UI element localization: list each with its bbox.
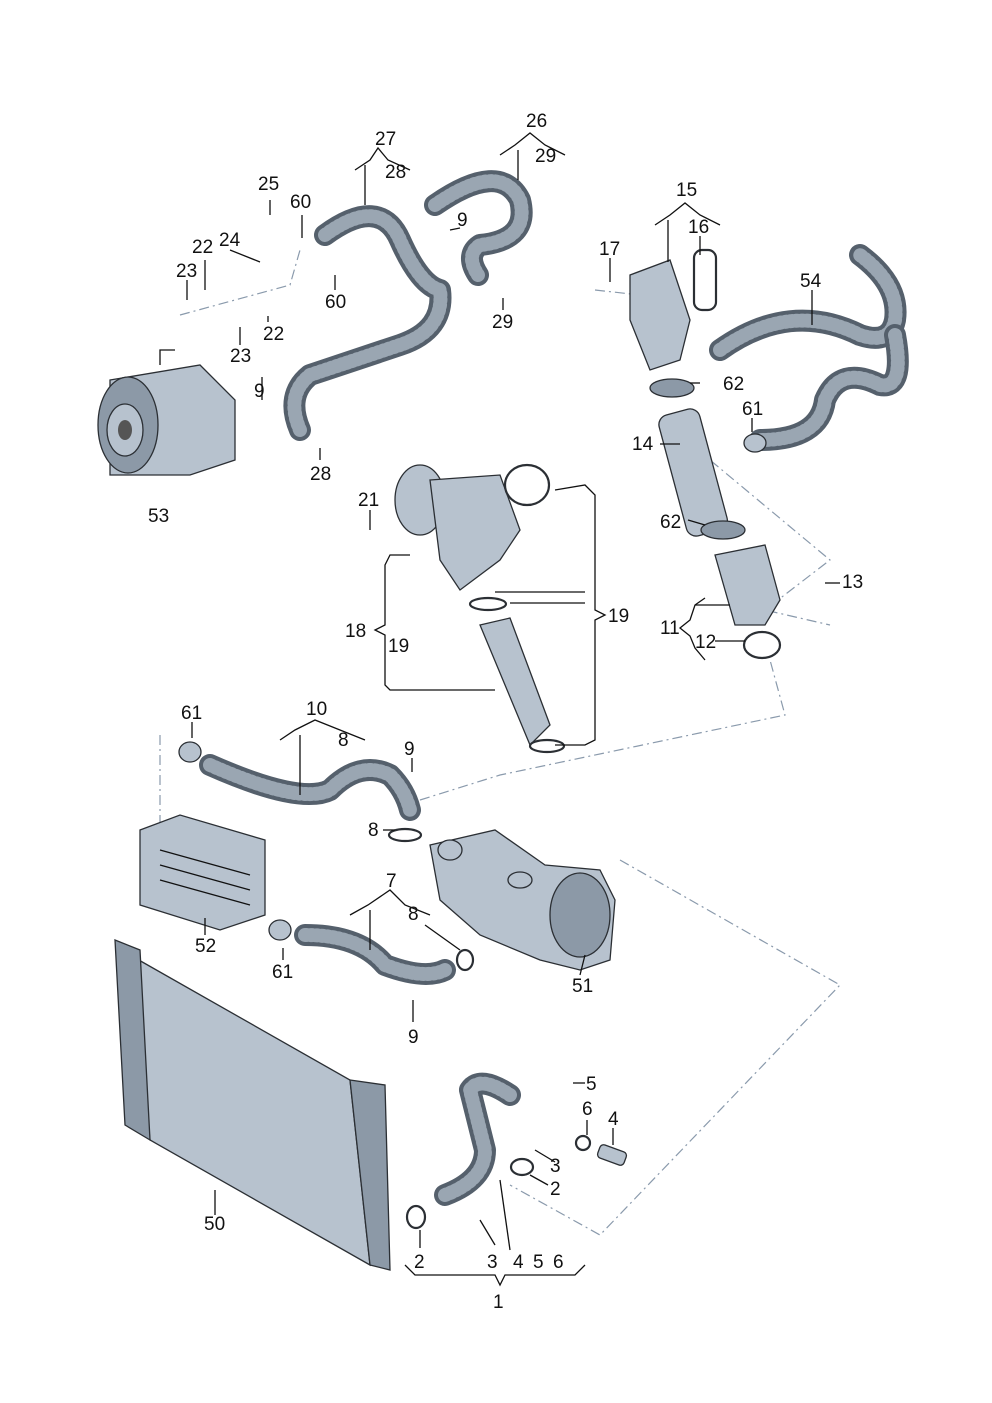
callout-4: 4 [608,1109,619,1130]
callout-61: 61 [742,399,763,420]
callout-3: 3 [487,1252,498,1273]
callout-26: 26 [526,111,547,132]
leader-lines [186,132,840,1287]
callout-11: 11 [660,618,680,639]
callout-27: 27 [375,129,396,150]
callout-60: 60 [325,292,346,313]
hose-10 [178,741,423,843]
callout-2: 2 [414,1252,425,1273]
callout-3: 3 [550,1156,561,1177]
upper-hoses [283,170,533,441]
callout-61: 61 [272,962,293,983]
hose-7 [268,919,475,985]
callout-15: 15 [676,180,697,201]
upper-right-hose-54 [709,244,909,451]
callout-labels: 27 28 26 29 25 60 9 24 22 23 60 29 22 23… [148,111,863,1313]
callout-52: 52 [195,936,216,957]
callout-50: 50 [204,1214,225,1235]
callout-9: 9 [408,1027,419,1048]
callout-12: 12 [695,632,716,653]
oil-cooler [139,814,266,931]
callout-60: 60 [290,192,311,213]
water-pump-housing [429,829,616,971]
callout-8: 8 [368,820,379,841]
callout-62: 62 [660,512,681,533]
callout-5: 5 [533,1252,544,1273]
callout-22: 22 [263,324,284,345]
callout-21: 21 [358,490,379,511]
callout-23: 23 [230,346,251,367]
alternator [97,349,236,476]
callout-29: 29 [492,312,513,333]
callout-7: 7 [386,871,397,892]
callout-53: 53 [148,506,169,527]
callout-1: 1 [493,1292,504,1313]
callout-29: 29 [535,146,556,167]
callout-2: 2 [550,1179,561,1200]
callout-16: 16 [688,217,709,238]
coolant-housing-group [629,248,782,660]
turbocharger-and-pipe [394,463,566,754]
callout-14: 14 [632,434,654,455]
callout-54: 54 [800,271,822,292]
callout-18: 18 [345,621,366,642]
callout-28: 28 [385,162,406,183]
callout-61: 61 [181,703,202,724]
callout-17: 17 [599,239,620,260]
callout-9: 9 [457,210,468,231]
callout-6: 6 [553,1252,564,1273]
callout-28: 28 [310,464,331,485]
callout-24: 24 [219,230,241,251]
callout-51: 51 [572,976,593,997]
callout-62: 62 [723,374,744,395]
callout-19: 19 [388,636,409,657]
callout-22: 22 [192,237,213,258]
callout-23: 23 [176,261,197,282]
callout-25: 25 [258,174,279,195]
radiator [114,939,391,1271]
callout-9: 9 [254,381,265,402]
callout-13: 13 [842,572,863,593]
callout-8: 8 [338,730,349,751]
callout-8: 8 [408,904,419,925]
callout-4: 4 [513,1252,524,1273]
callout-10: 10 [306,699,327,720]
callout-5: 5 [586,1074,597,1095]
lower-hose [405,1072,628,1230]
callout-9: 9 [404,739,415,760]
callout-19: 19 [608,606,629,627]
callout-6: 6 [582,1099,593,1120]
